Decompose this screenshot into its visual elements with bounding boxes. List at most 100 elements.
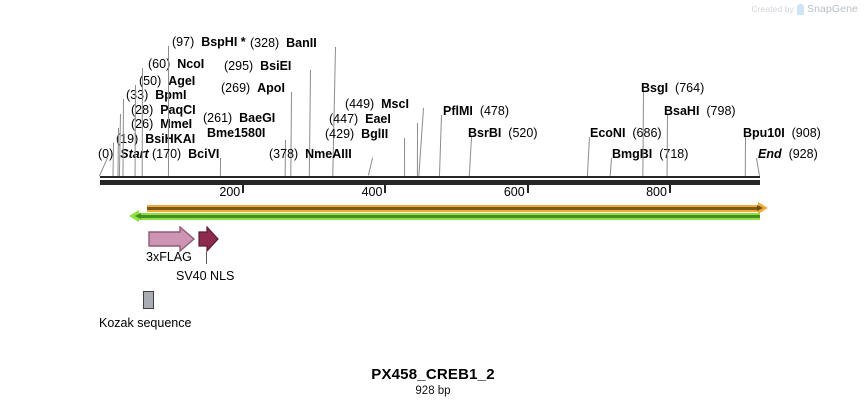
feature-kozak-sequence-label: Kozak sequence [99, 316, 192, 330]
enzyme-label-bpu10i[interactable]: Bpu10I (908) [743, 127, 821, 140]
enzyme-label-bsahi[interactable]: BsaHI (798) [664, 105, 736, 118]
ruler-tick-600 [526, 185, 529, 193]
enzyme-label-mmei[interactable]: (26) MmeI [131, 118, 192, 131]
enzyme-label-bsphi[interactable]: (97) BspHI * [172, 36, 246, 49]
enzyme-position: (60) [148, 57, 171, 71]
enzyme-label-pflmi[interactable]: PflMI (478) [443, 105, 509, 118]
enzyme-position: (449) [345, 97, 375, 111]
feature-3xflag-arrow[interactable] [148, 226, 196, 252]
page-title: PX458_CREB1_2 [371, 366, 495, 383]
ruler-label-800: 800 [646, 185, 667, 199]
enzyme-leader-line [744, 136, 746, 176]
backbone-lower-strand [100, 180, 760, 185]
ruler-label-600: 600 [503, 185, 525, 199]
enzyme-label-agei[interactable]: (50) AgeI [139, 75, 195, 88]
enzyme-position: (328) [250, 36, 280, 50]
enzyme-label-bcivi[interactable]: (170) BciVI [152, 148, 219, 161]
enzyme-position: (269) [221, 81, 251, 95]
feature-sv40-nls-leader [206, 252, 207, 264]
ruler-label-200: 200 [219, 185, 241, 199]
feature-3xflag-label: 3xFLAG [146, 250, 192, 264]
enzyme-position: (97) [172, 35, 195, 49]
enzyme-name: EaeI [365, 112, 391, 126]
enzyme-position: (0) [98, 147, 114, 161]
enzyme-label-bsrbi[interactable]: BsrBI (520) [468, 127, 537, 140]
snapgene-logo-icon [796, 3, 805, 15]
backbone-upper-strand [100, 176, 760, 178]
enzyme-position: (170) [152, 147, 182, 161]
enzyme-label-baegi[interactable]: (261) BaeGI [203, 112, 275, 125]
enzyme-label-bme1580i[interactable]: Bme1580I [207, 127, 265, 140]
enzyme-leader-line [438, 114, 442, 176]
enzyme-position: (261) [203, 111, 233, 125]
enzyme-name: EcoNI [590, 126, 626, 140]
feature-sv40-nls-label: SV40 NLS [176, 269, 235, 283]
enzyme-name: NmeAIII [305, 147, 352, 161]
ruler-tick-400 [384, 185, 387, 193]
enzyme-label-bmgbi[interactable]: BmgBI (718) [612, 148, 688, 161]
enzyme-name: ApoI [257, 81, 285, 95]
green-track-arrowhead-core [135, 213, 141, 219]
enzyme-name: BsgI [641, 81, 669, 95]
enzyme-name: PflMI [443, 104, 473, 118]
watermark-brand-label: SnapGene [806, 3, 858, 15]
enzyme-name: PaqCI [160, 103, 196, 117]
enzyme-position: (928) [788, 147, 818, 161]
feature-sv40-nls-arrow[interactable] [198, 226, 220, 252]
enzyme-position: (478) [479, 104, 509, 118]
enzyme-name: NcoI [177, 57, 205, 71]
sequence-backbone [100, 176, 760, 185]
enzyme-position: (429) [325, 127, 355, 141]
green-track-arrowhead [129, 210, 139, 222]
enzyme-position: (764) [675, 81, 705, 95]
enzyme-name: Bme1580I [207, 126, 266, 140]
enzyme-name: BglII [361, 127, 389, 141]
enzyme-name: BaeGI [239, 111, 276, 125]
enzyme-position: (908) [791, 126, 821, 140]
watermark-created-by-label: Created by [751, 4, 794, 14]
enzyme-label-end[interactable]: End (928) [758, 148, 818, 161]
enzyme-position: (798) [706, 104, 736, 118]
enzyme-leader-line [468, 136, 472, 176]
enzyme-label-eaei[interactable]: (447) EaeI [329, 113, 391, 126]
enzyme-name: BsiEI [260, 59, 292, 73]
enzyme-label-banii[interactable]: (328) BanII [250, 37, 317, 50]
enzyme-name: End [758, 147, 782, 161]
enzyme-leader-line [367, 157, 373, 176]
ruler-tick-200 [242, 185, 245, 193]
enzyme-name: BspHI * [201, 35, 246, 49]
enzyme-label-start[interactable]: (0) Start [98, 148, 149, 161]
enzyme-leader-line [609, 157, 612, 176]
enzyme-leader-line [404, 138, 406, 177]
enzyme-label-paqci[interactable]: (28) PaqCI [131, 104, 196, 117]
enzyme-position: (295) [224, 59, 254, 73]
ruler-label-400: 400 [361, 185, 383, 199]
enzyme-label-bsgi[interactable]: BsgI (764) [641, 82, 704, 95]
enzyme-name: MscI [381, 97, 409, 111]
enzyme-name: BpmI [155, 88, 187, 102]
enzyme-label-bglii[interactable]: (429) BglII [325, 128, 388, 141]
enzyme-label-nmeaiii[interactable]: (378) NmeAIII [269, 148, 352, 161]
enzyme-name: Bpu10I [743, 126, 785, 140]
enzyme-name: MmeI [160, 117, 193, 131]
enzyme-label-ncoi[interactable]: (60) NcoI [148, 58, 204, 71]
enzyme-name: BanII [286, 36, 317, 50]
enzyme-position: (378) [269, 147, 299, 161]
enzyme-leader-line [666, 114, 668, 176]
feature-kozak-sequence-box[interactable] [143, 291, 154, 309]
enzyme-label-econi[interactable]: EcoNI (686) [590, 127, 662, 140]
green-track-bar [139, 213, 760, 220]
enzyme-name: AgeI [168, 74, 196, 88]
enzyme-name: BsaHI [664, 104, 700, 118]
enzyme-name: Start [120, 147, 148, 161]
enzyme-label-bsihkai[interactable]: (19) BsiHKAI [116, 133, 195, 146]
enzyme-name: BciVI [188, 147, 220, 161]
enzyme-label-bsiei[interactable]: (295) BsiEI [224, 60, 291, 73]
enzyme-position: (19) [116, 132, 139, 146]
enzyme-label-apoi[interactable]: (269) ApoI [221, 82, 285, 95]
enzyme-label-msci[interactable]: (449) MscI [345, 98, 409, 111]
page-subtitle: 928 bp [415, 385, 451, 397]
enzyme-position: (50) [139, 74, 162, 88]
enzyme-name: BmgBI [612, 147, 653, 161]
